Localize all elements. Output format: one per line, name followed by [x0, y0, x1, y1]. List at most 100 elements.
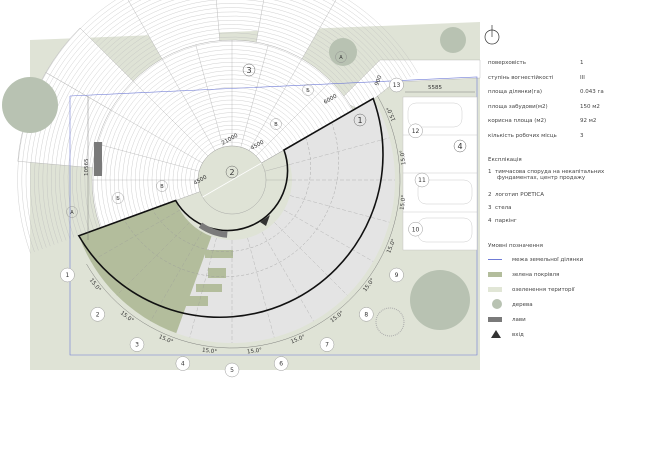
axis-marker	[408, 123, 423, 139]
boundary-line-icon	[488, 259, 502, 260]
axis-label: 5	[230, 367, 234, 374]
seating-row	[67, 15, 375, 237]
section-label: Б	[116, 196, 120, 202]
axis-marker	[389, 77, 404, 93]
grid-axis-line	[116, 222, 190, 296]
legend-item: дерева	[488, 299, 533, 309]
axis-label: 3	[135, 342, 139, 349]
axis-label: 12	[412, 128, 420, 135]
grid-axis-line	[261, 231, 314, 322]
radial-line	[195, 44, 224, 148]
radial-line	[132, 80, 209, 157]
legend-label: межа земельної ділянки	[512, 257, 584, 263]
seating-row	[51, 0, 389, 242]
summary-label: площа ділянки(га)	[488, 89, 542, 95]
entrance-triangle-icon	[488, 330, 502, 338]
axis-marker	[175, 356, 191, 371]
tree	[410, 270, 470, 330]
dimension-label: 10565	[84, 158, 90, 176]
tree	[440, 27, 466, 53]
tree-outline	[375, 307, 405, 337]
grid-axis-line	[283, 209, 374, 262]
summary-value: 3	[580, 132, 584, 139]
seating-row	[30, 0, 407, 250]
section-marker	[156, 180, 168, 192]
radial-line	[96, 143, 200, 172]
axis-marker	[389, 267, 404, 283]
tree-icon	[488, 299, 502, 309]
summary-value: ІІІ	[580, 74, 585, 81]
green-roof-step	[205, 250, 233, 258]
seating-row	[63, 11, 378, 238]
angle-label: 15.0°	[290, 334, 306, 345]
explication-text-2: фундаментах, центр продажу	[497, 175, 586, 181]
grid-axis-line	[274, 222, 348, 296]
explication-text-2	[488, 211, 497, 217]
explication-num: 1	[488, 169, 492, 175]
radial-line	[255, 80, 332, 157]
axis-label: 4	[181, 361, 185, 368]
seating-row	[34, 0, 404, 248]
summary-label: корисна площа (м2)	[488, 118, 547, 124]
grid-arc	[151, 137, 311, 252]
summary-label: площа забудови(м2)	[488, 103, 548, 110]
section-label: В	[274, 122, 278, 128]
summary-label: ступінь вогнестійкості	[488, 74, 554, 81]
axis-marker	[408, 221, 423, 237]
seating-row	[122, 70, 327, 218]
radial-line	[240, 44, 269, 148]
legend-label: лави	[512, 317, 526, 323]
grid-axis-line	[289, 195, 390, 223]
zone-label: 4	[457, 142, 462, 151]
section-marker	[302, 84, 314, 96]
summary-label: поверховість	[488, 60, 526, 66]
axis-marker	[359, 307, 374, 322]
explication-text: тимчасова споруда на некапітальних	[495, 169, 605, 175]
legend-label: вхід	[512, 332, 524, 338]
seating-row	[105, 53, 342, 224]
axis-label: 1	[66, 272, 70, 279]
seating-row	[193, 141, 266, 194]
explication-text-2	[488, 198, 497, 204]
axis-label: 11	[418, 177, 426, 184]
angle-label: 15.0°	[247, 348, 263, 356]
section-label: А	[70, 210, 74, 216]
seating-row	[76, 24, 367, 234]
axis-label: 6	[279, 361, 283, 368]
seating-row	[189, 137, 269, 195]
summary-value: 0.043 га	[580, 89, 604, 95]
zone-marker	[353, 113, 367, 127]
axis-marker	[224, 362, 240, 378]
zone-label: 3	[246, 66, 251, 75]
section-label: В	[160, 184, 164, 190]
dimension-label: 5585	[428, 85, 442, 91]
grid-axis-line	[189, 237, 217, 338]
seating-row	[55, 3, 386, 241]
angle-label: 15.0°	[400, 149, 408, 165]
axis-label: 7	[325, 342, 329, 349]
swatch-icon	[488, 317, 502, 322]
seating-row	[84, 32, 360, 231]
summary-value: 150 м2	[580, 103, 600, 110]
axis-marker	[273, 356, 289, 371]
seating-row	[72, 20, 371, 235]
section-marker	[270, 118, 282, 130]
angle-label: 15.0°	[400, 195, 408, 211]
car	[407, 102, 463, 128]
seating-row	[17, 0, 418, 254]
summary-row: ступінь вогнестійкості ІІІ	[488, 74, 585, 81]
axis-marker	[414, 172, 430, 188]
axis-marker	[90, 307, 105, 322]
seating-row	[172, 120, 284, 201]
summary-value: 1	[580, 60, 584, 66]
car	[417, 179, 473, 205]
building-outline	[77, 97, 384, 319]
summary-row: площа ділянки(га) 0.043 га	[488, 89, 604, 95]
bench	[198, 222, 228, 238]
tree	[2, 77, 58, 133]
section-marker	[335, 51, 347, 63]
seating-row	[59, 7, 382, 240]
explication-title: Експлікація	[488, 157, 522, 163]
